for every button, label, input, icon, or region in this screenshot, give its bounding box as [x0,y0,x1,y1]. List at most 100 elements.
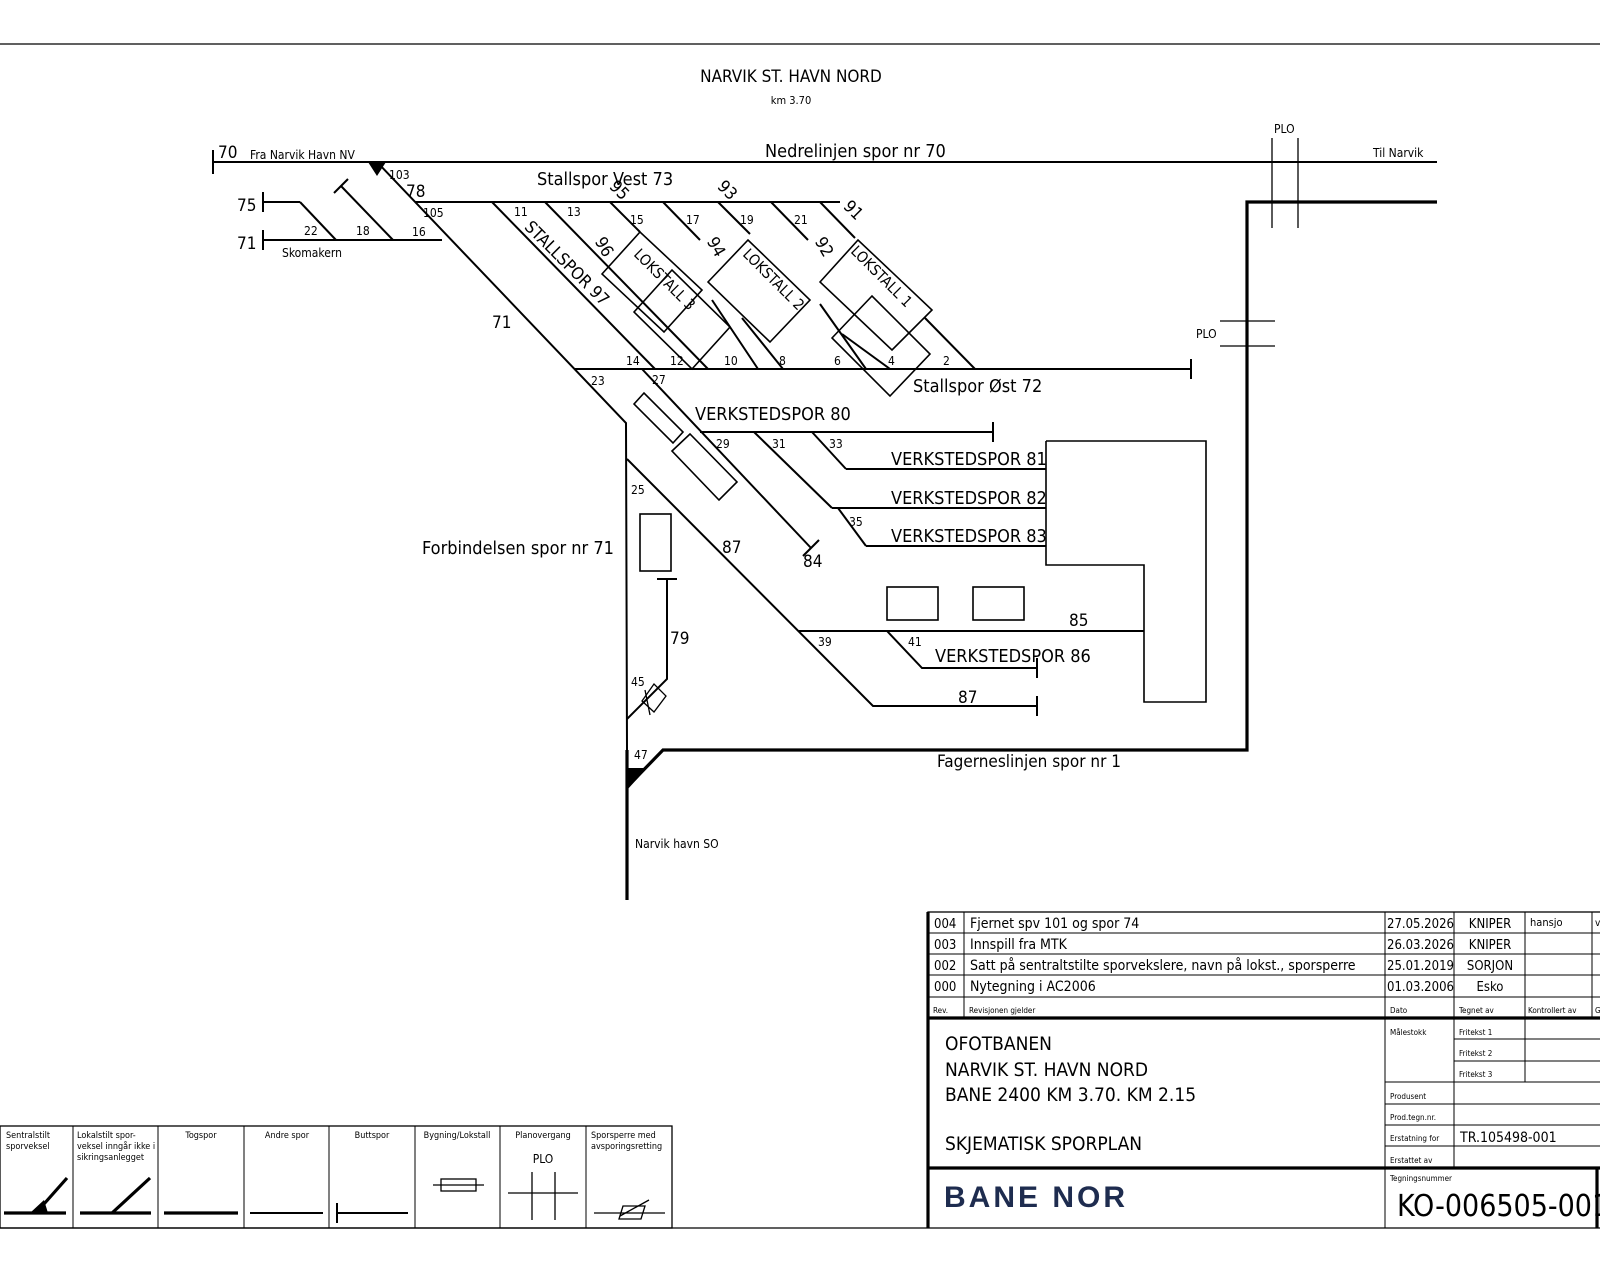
label-verk82: VERKSTEDSPOR 82 [891,488,1047,509]
label-94: 94 [702,234,729,261]
label-85: 85 [1069,611,1088,631]
label-71-diagonal: 71 [492,313,511,333]
label-plo-mid: PLO [1196,327,1217,341]
revision-table [926,911,1600,1228]
workshop-building [1045,440,1207,703]
label-malestokk: Målestokk [1390,1027,1427,1037]
label-71: 71 [237,234,256,254]
track-verkstedspor-81 [811,431,1046,470]
label-41: 41 [908,635,922,649]
label-47: 47 [634,748,648,762]
label-4: 4 [888,354,895,368]
label-produsent: Produsent [1390,1092,1426,1101]
rev-002-text: Satt på sentraltstilte sporvekslere, nav… [970,957,1356,974]
label-15: 15 [630,213,644,227]
label-prod-tegn: Prod.tegn.nr. [1390,1113,1436,1122]
title-line1: OFOTBANEN [945,1033,1052,1055]
drawing-number: KO-006505-001 [1397,1189,1600,1224]
small-building-3 [639,513,672,572]
small-building-1 [632,391,685,445]
label-lokstall2: LOKSTALL 2 [739,245,808,314]
hdr-rev: Rev. [933,1006,948,1015]
label-31: 31 [772,437,786,451]
label-skomakern: Skomakern [282,246,342,260]
legend-box [0,1125,673,1229]
label-verk81: VERKSTEDSPOR 81 [891,449,1047,470]
title-line4: SKJEMATISK SPORPLAN [945,1133,1142,1155]
label-2: 2 [943,354,950,368]
rev-003-by: KNIPER [1469,938,1511,953]
label-21: 21 [794,213,808,227]
value-erstatning-for: TR.105498-001 [1459,1130,1557,1146]
lokstall-1-building [818,238,934,398]
stall-diagonals [491,201,976,370]
label-78: 78 [406,182,425,202]
label-25: 25 [631,483,645,497]
label-verk80: VERKSTEDSPOR 80 [695,404,851,425]
label-93: 93 [713,177,741,205]
legend-symbol-buttspor [336,1203,408,1223]
rev-002-date: 25.01.2019 [1387,959,1454,974]
label-13: 13 [567,205,581,219]
label-17: 17 [686,213,700,227]
track-71-diagonal [376,161,628,751]
track-verkstedspor-80 [700,422,994,442]
label-79: 79 [670,629,689,649]
label-27: 27 [652,373,666,387]
track-75 [262,192,337,241]
label-87-diagonal: 87 [722,538,741,558]
label-22: 22 [304,224,318,238]
hdr-revisjon: Revisjonen gjelder [969,1006,1035,1015]
label-103: 103 [389,168,410,182]
rev-000-date: 01.03.2006 [1387,980,1454,995]
label-verk83: VERKSTEDSPOR 83 [891,526,1047,547]
label-70: 70 [218,143,237,163]
label-6: 6 [834,354,841,368]
label-14: 14 [626,354,640,368]
track-87 [626,458,1038,716]
legend-symbol-bygning [433,1178,484,1192]
label-8: 8 [779,354,786,368]
title-line2: NARVIK ST. HAVN NORD [945,1059,1148,1081]
lokstall-3-building [600,230,732,371]
label-33: 33 [829,437,843,451]
track-verkstedspor-86 [886,630,1038,678]
level-crossing-mid [1220,320,1275,347]
label-10: 10 [724,354,738,368]
rev-003-date: 26.03.2026 [1387,938,1454,953]
label-23: 23 [591,374,605,388]
drawing-title: NARVIK ST. HAVN NORD [700,67,882,87]
track-71-skomakern [262,230,442,250]
hdr-tegnet: Tegnet av [1458,1006,1495,1015]
label-til-narvik: Til Narvik [1372,146,1424,160]
legend-bygning: Bygning/Lokstall [424,1131,491,1141]
title-block [928,1018,1600,1228]
hdr-g: G [1595,1006,1600,1015]
label-11: 11 [514,205,528,219]
label-87: 87 [958,688,977,708]
label-105: 105 [423,206,444,220]
rev-000-by: Esko [1477,980,1504,995]
legend-symbol-sentralstilt [4,1176,69,1215]
legend-planovergang: Planovergang [515,1131,571,1141]
derailer-45 [641,682,667,716]
rev-004-no: 004 [934,917,956,932]
track-verkstedspor-84 [641,368,820,557]
label-fagerneslinjen: Fagerneslinjen spor nr 1 [937,752,1121,772]
legend-symbol-sporsperre [594,1199,665,1220]
col-v: v [1595,918,1600,929]
small-building-4 [886,586,939,621]
label-35: 35 [849,515,863,529]
rev-002-by: SORJON [1467,959,1513,974]
level-crossing-top [1271,138,1299,228]
legend-plo: PLO [533,1152,554,1166]
track-verkstedspor-82 [753,431,1046,509]
rev-000-text: Nytegning i AC2006 [970,979,1096,995]
track-fagerneslinjen [625,200,1437,900]
label-plo-top: PLO [1274,122,1295,136]
lokstall-2-building [706,238,812,344]
track-70 [212,150,1437,174]
legend-togspor: Togspor [184,1131,217,1141]
